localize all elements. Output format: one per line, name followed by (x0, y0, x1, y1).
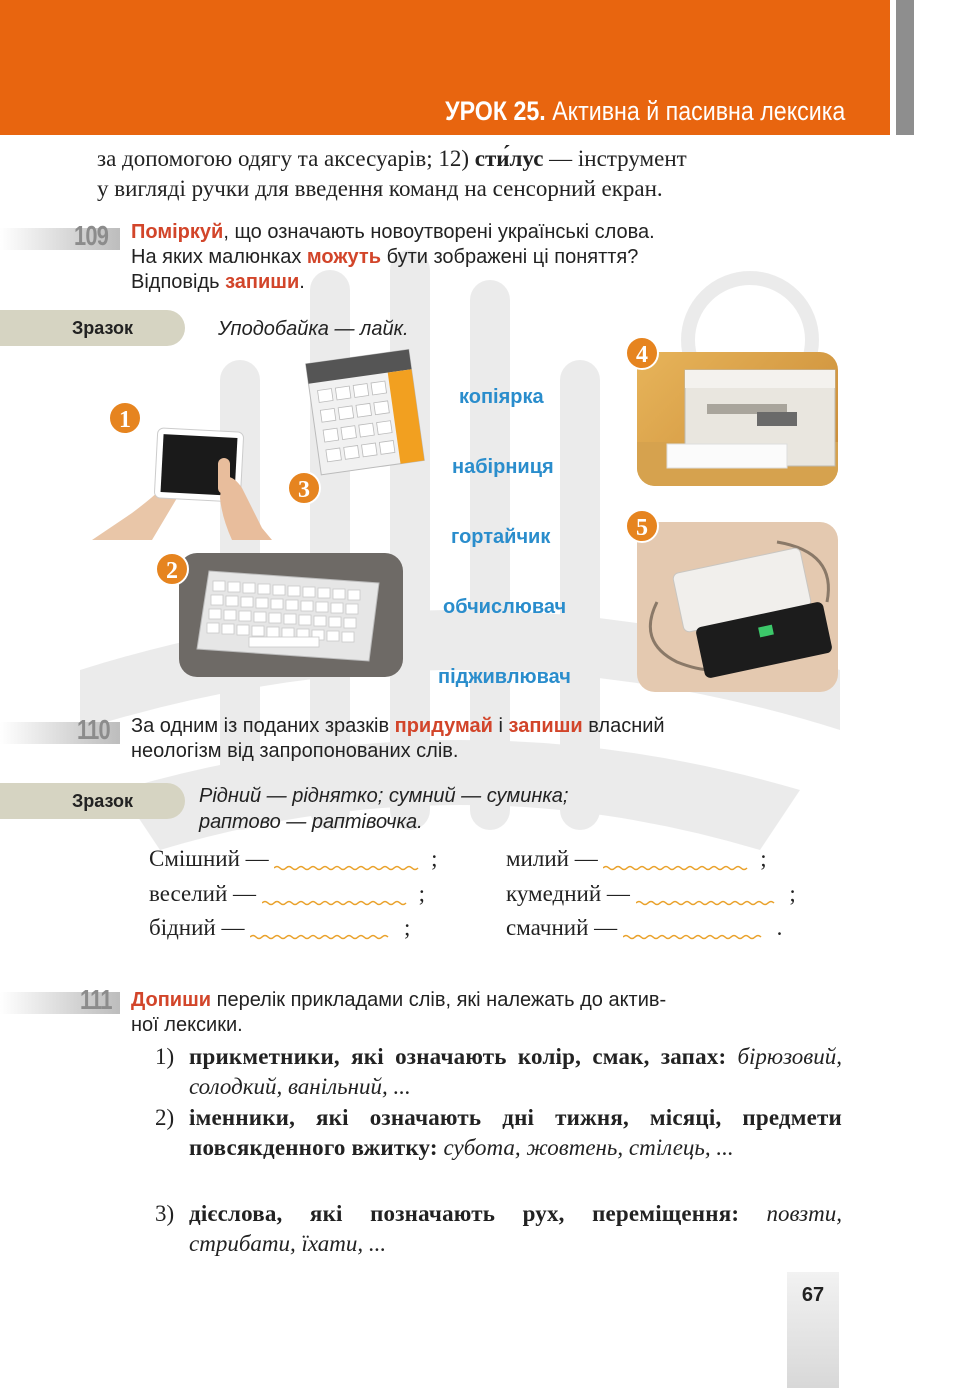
exercise-110-bar (0, 722, 120, 744)
punctuation: ; (418, 881, 425, 906)
continuation-line-2: у вигляді ручки для введення команд на с… (97, 176, 663, 201)
punctuation: ; (431, 846, 438, 871)
base-word: кумедний — (506, 881, 630, 906)
word-kopiyarka: копіярка (459, 386, 544, 408)
keyword-write: запиши (225, 271, 300, 293)
keyword-write: запиши (508, 715, 583, 737)
punctuation: . (776, 915, 783, 940)
exercise-text: За одним із поданих зразків (131, 715, 395, 737)
list-category: іменники, які означають дні тижня, місяц… (189, 1105, 842, 1160)
picture-badge-2: 2 (155, 552, 189, 586)
sample-line: раптово — раптівочка. (199, 811, 423, 833)
picture-badge-4: 4 (625, 336, 659, 370)
fill-row-1-left: Смішний — ; (149, 846, 438, 872)
word-obchysliuvach: обчислювач (443, 596, 567, 618)
continuation-text: за допомогою одягу та аксесуарів; 12) (97, 146, 475, 171)
list-category: прикметники, які означають колір, смак, … (189, 1044, 727, 1069)
answer-blank[interactable] (250, 923, 392, 940)
list-number: 3) (155, 1201, 175, 1226)
continuation-line-1: за допомогою одягу та аксесуарів; 12) ст… (97, 144, 842, 174)
sample-line: Рідний — ріднятко; сумний — суминка; (199, 785, 569, 807)
picture-badge-1: 1 (108, 401, 142, 435)
picture-copier (637, 352, 838, 486)
list-examples: бірюзовий, солодкий, ванільний, ... (189, 1044, 843, 1099)
sample-text-109: Уподобайка — лайк. (218, 318, 409, 340)
list-item-1: 1) прикметники, які означають колір, сма… (155, 1042, 842, 1102)
fill-row-3-right: смачний — . (506, 915, 782, 941)
picture-tablet (92, 418, 282, 540)
exercise-text: , що означають новоутворені українські с… (223, 221, 655, 243)
exercise-text: неологізм від запропонованих слів. (131, 740, 459, 762)
word-hortaichyk: гортайчик (451, 526, 551, 548)
continuation-text: — інструмент (543, 146, 687, 171)
sample-tab-109: Зразок (0, 310, 185, 346)
fill-row-2-left: веселий — ; (149, 881, 425, 907)
fill-row-3-left: бідний — ; (149, 915, 410, 941)
word-nabirnytsia: набірниця (452, 456, 554, 478)
keyword-invent: придумай (394, 715, 493, 737)
lesson-heading: УРОК 25. Активна й пасивна лексика (445, 96, 845, 127)
sample-text-110: Рідний — ріднятко; сумний — суминка; рап… (199, 783, 568, 835)
answer-blank[interactable] (603, 854, 748, 871)
exercise-text: Відповідь (131, 271, 226, 293)
exercise-text: перелік прикладами слів, які належать до… (211, 989, 667, 1011)
list-examples: повзти, стрибати, їхати, ... (189, 1201, 842, 1256)
picture-calculator (305, 348, 425, 476)
list-item-2: 2) іменники, які означають дні тижня, мі… (155, 1103, 842, 1163)
answer-blank[interactable] (261, 889, 407, 906)
exercise-109-number: 109 (74, 220, 109, 251)
exercise-text: На яких малюнках (131, 246, 307, 268)
base-word: Смішний — (149, 846, 269, 871)
list-category: дієслова, які позначають рух, переміщенн… (189, 1201, 740, 1226)
word-pidzhyvliuvach: підживлювач (438, 666, 571, 688)
keyword-think: Поміркуй (131, 221, 224, 243)
base-word: смачний — (506, 915, 618, 940)
exercise-110-number: 110 (77, 714, 111, 745)
list-examples: субота, жовтень, стілець, ... (443, 1135, 734, 1160)
exercise-109-bar (0, 228, 120, 250)
exercise-text: ної лексики. (131, 1014, 243, 1036)
exercise-text: власний (582, 715, 665, 737)
fill-row-1-right: милий — ; (506, 846, 767, 872)
list-item-3: 3) дієслова, які позначають рух, переміщ… (155, 1199, 842, 1259)
exercise-text: і (492, 715, 509, 737)
base-word: бідний — (149, 915, 245, 940)
exercise-109-text: Поміркуй, що означають новоутворені укра… (131, 220, 783, 295)
page-number: 67 (801, 1284, 825, 1306)
base-word: милий — (506, 846, 598, 871)
punctuation: ; (760, 846, 767, 871)
picture-badge-5: 5 (625, 509, 659, 543)
answer-blank[interactable] (635, 889, 778, 906)
picture-powerbank (637, 522, 838, 692)
exercise-111-number: 111 (80, 984, 112, 1015)
picture-keyboard (179, 553, 403, 677)
base-word: веселий — (149, 881, 257, 906)
sample-tab-110: Зразок (0, 783, 185, 819)
exercise-text: . (299, 271, 305, 293)
picture-badge-3: 3 (287, 471, 321, 505)
exercise-111-text: Допиши перелік прикладами слів, які нале… (131, 988, 791, 1038)
lesson-title: Активна й пасивна лексика (551, 96, 845, 126)
exercise-text: бути зображені ці поняття? (381, 246, 639, 268)
punctuation: ; (403, 915, 411, 940)
keyword-complete: Допиши (131, 989, 212, 1011)
header-band (0, 0, 890, 135)
answer-blank[interactable] (274, 854, 419, 871)
keyword-can: можуть (306, 246, 382, 268)
continuation-paragraph: за допомогою одягу та аксесуарів; 12) ст… (97, 144, 842, 204)
header-side-stripe (896, 0, 914, 135)
punctuation: ; (789, 881, 796, 906)
fill-row-2-right: кумедний — ; (506, 881, 796, 907)
exercise-111-bar (0, 992, 120, 1014)
lesson-label: УРОК 25. (444, 96, 546, 126)
list-number: 1) (155, 1044, 175, 1069)
page-number-bar (787, 1272, 839, 1388)
exercise-110-text: За одним із поданих зразків придумай і з… (131, 714, 791, 764)
stylus-term: сти́лус (474, 146, 544, 171)
list-number: 2) (155, 1105, 175, 1130)
answer-blank[interactable] (622, 923, 765, 940)
